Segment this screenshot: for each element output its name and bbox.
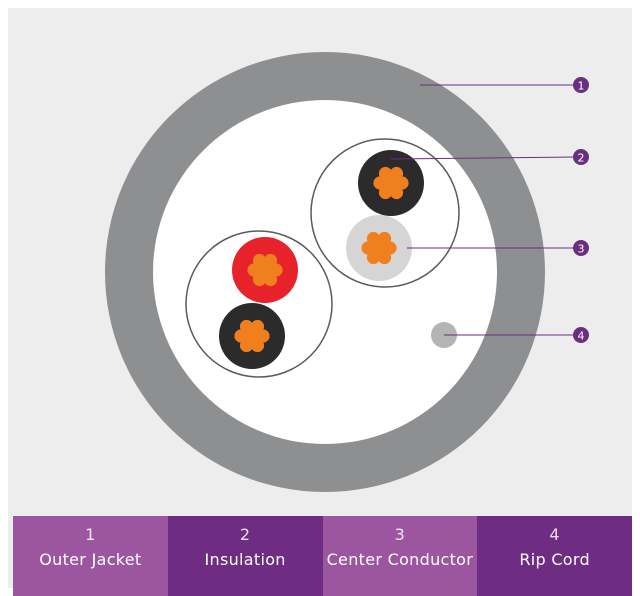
callout-badge-2: 2 (573, 149, 589, 165)
callout-badge-1: 1 (573, 77, 589, 93)
callout-number-4: 4 (578, 330, 585, 343)
callout-badge-4: 4 (573, 327, 589, 343)
legend-item-center-conductor: 3 Center Conductor (322, 516, 478, 596)
cable-cross-section-diagram: 1 2 3 4 (105, 52, 589, 492)
callout-number-2: 2 (578, 152, 585, 165)
legend-item-outer-jacket: 1 Outer Jacket (13, 516, 168, 596)
legend-number: 1 (85, 525, 96, 544)
pair-group-outline-upper (310, 138, 460, 288)
legend-item-insulation: 2 Insulation (167, 516, 323, 596)
callout-number-1: 1 (578, 80, 585, 93)
conductor-center (361, 231, 397, 265)
conductor-upper (373, 166, 409, 200)
legend-label: Insulation (204, 550, 286, 569)
legend-label: Outer Jacket (39, 550, 142, 569)
cable-cross-section-figure: 1 2 3 4 1 Outer Jacket 2 Insulation 3 Ce… (8, 8, 632, 596)
legend-label: Center Conductor (326, 550, 474, 569)
callout-number-3: 3 (578, 243, 585, 256)
legend-bar: 1 Outer Jacket 2 Insulation 3 Center Con… (13, 516, 632, 596)
legend-number: 3 (394, 525, 406, 544)
callout-line-2 (390, 156, 577, 160)
legend-number: 4 (549, 525, 560, 544)
legend-item-rip-cord: 4 Rip Cord (477, 516, 632, 596)
conductor-lower (234, 319, 270, 353)
legend-label: Rip Cord (519, 550, 590, 569)
legend-number: 2 (239, 525, 251, 544)
conductor-red (247, 253, 283, 287)
pair-group-outline-lower (185, 230, 333, 378)
callout-badge-3: 3 (573, 240, 589, 256)
